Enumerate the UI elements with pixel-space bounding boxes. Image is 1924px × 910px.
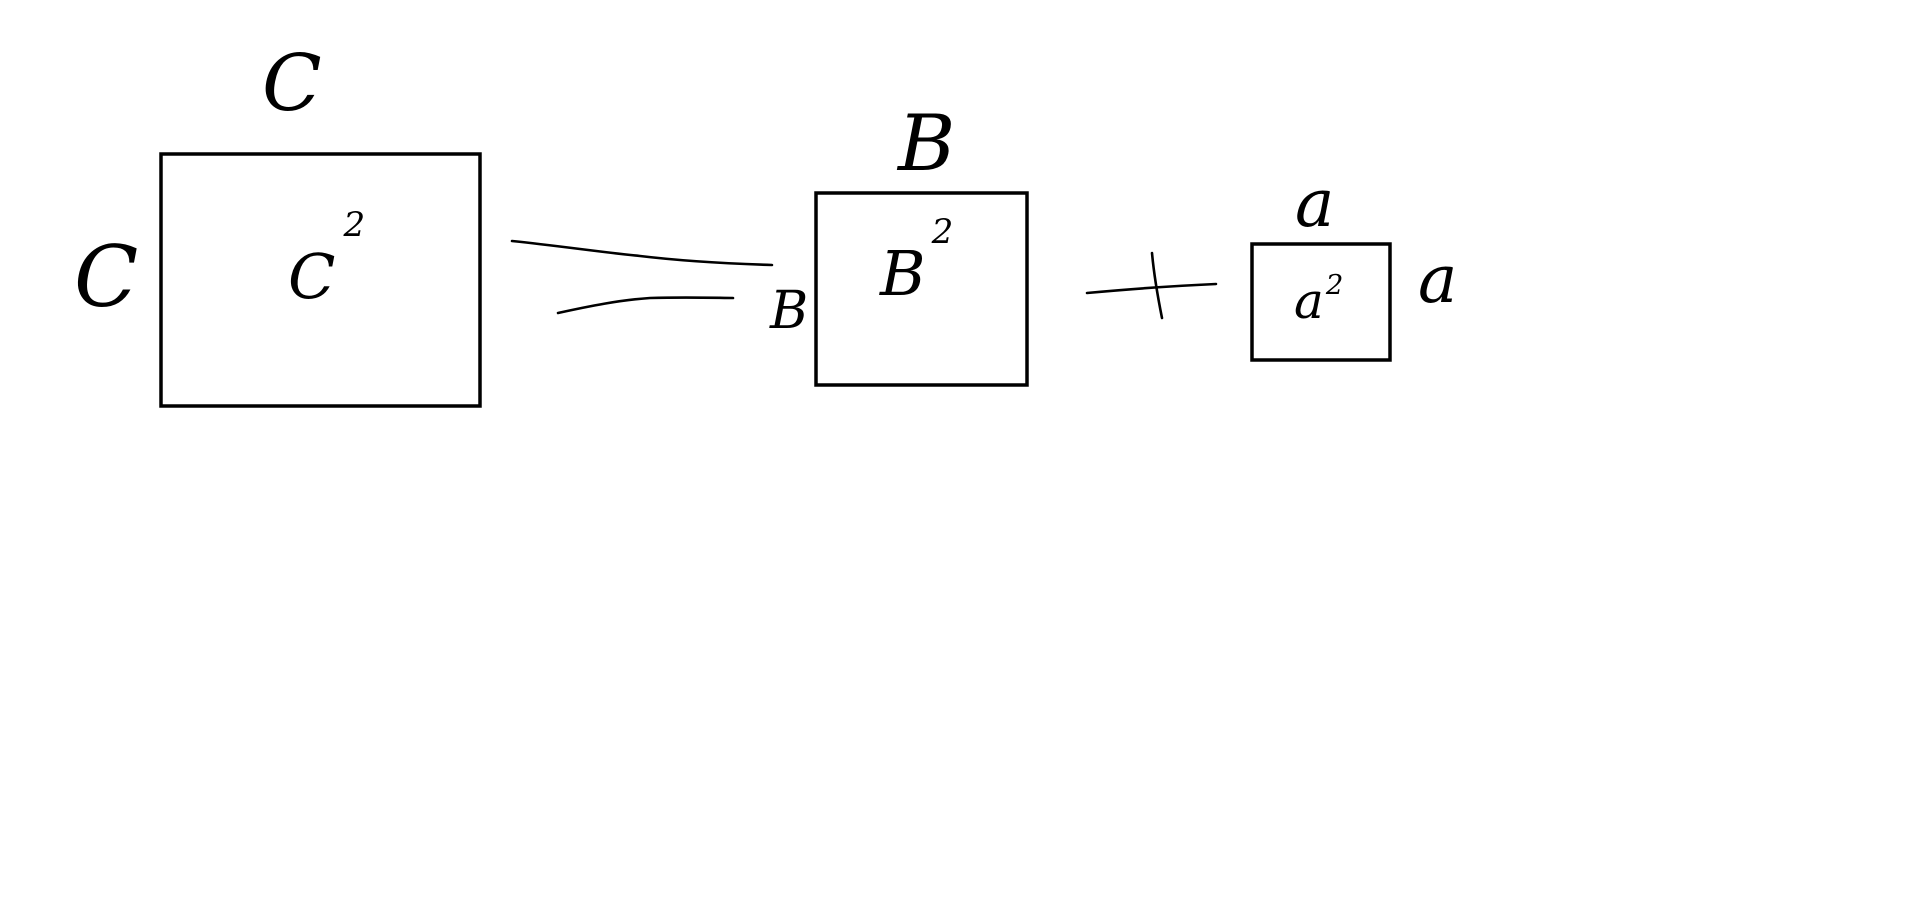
- square-c-group: C C C2: [74, 39, 482, 408]
- square-a-group: a a a2: [1250, 165, 1457, 362]
- square-b-area-exponent: 2: [931, 212, 954, 252]
- square-a-area-base: a: [1294, 272, 1324, 330]
- plus-sign-vertical-stroke: [1150, 251, 1164, 320]
- equals-sign: [510, 239, 774, 315]
- square-a-side-label: a: [1418, 241, 1457, 318]
- square-a: [1250, 242, 1392, 362]
- square-b-area-base: B: [879, 237, 926, 310]
- plus-sign-horizontal-stroke: [1085, 282, 1218, 295]
- square-c-area-label: C2: [288, 205, 365, 313]
- square-b-group: B B B2: [769, 99, 1029, 387]
- equals-sign-upper-stroke: [510, 239, 774, 267]
- square-c-top-label: C: [262, 39, 322, 129]
- square-a-top-label: a: [1295, 165, 1334, 242]
- square-a-area-exponent: 2: [1325, 269, 1344, 301]
- square-b-area-label: B2: [879, 212, 953, 310]
- square-c-area-exponent: 2: [342, 205, 365, 245]
- equals-sign-lower-stroke: [556, 296, 735, 315]
- square-b-top-label: B: [896, 99, 955, 189]
- square-c: [159, 152, 482, 408]
- square-c-area-base: C: [288, 240, 335, 313]
- square-b-side-label: B: [769, 281, 808, 341]
- square-a-area-label: a2: [1294, 269, 1343, 330]
- square-c-side-label: C: [74, 228, 138, 326]
- square-b: [814, 191, 1029, 387]
- plus-sign: [1085, 251, 1218, 320]
